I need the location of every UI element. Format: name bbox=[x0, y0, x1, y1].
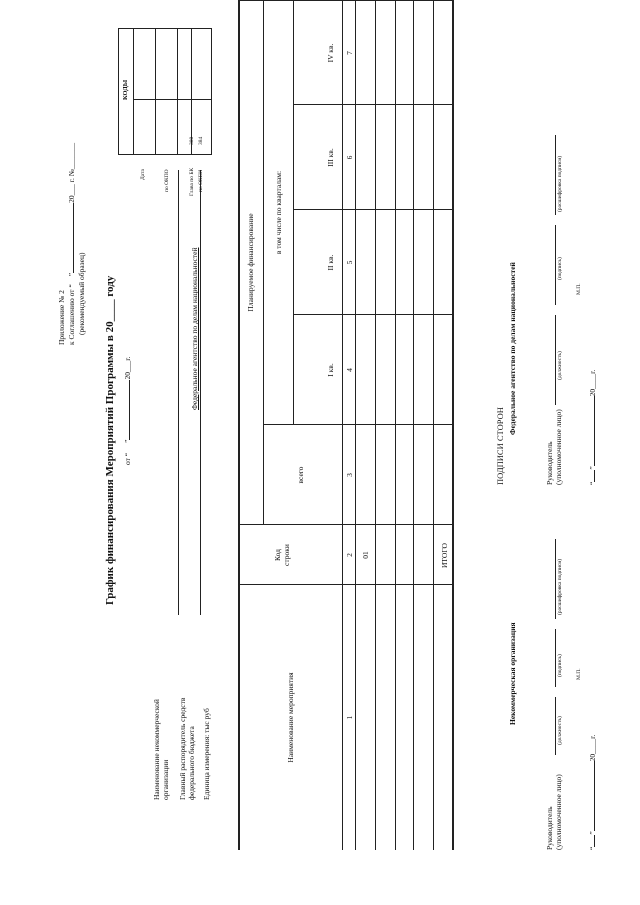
manager-underline bbox=[200, 170, 201, 615]
right-head-label: Руководитель (уполномоченное лицо) bbox=[545, 409, 563, 485]
col-num-1: 1 bbox=[345, 715, 354, 720]
org-name-label: Наименование некоммерческой организации bbox=[152, 699, 170, 800]
left-date-line: “”20____г. bbox=[588, 734, 597, 850]
col-header-code: Код строки bbox=[273, 544, 291, 566]
col-header-planned: Планируемое финансирование bbox=[246, 213, 255, 312]
right-party: Федеральное агентство по делам националь… bbox=[508, 262, 517, 435]
col-header-total: всего bbox=[296, 466, 305, 484]
org-name-underline bbox=[178, 170, 179, 615]
financing-table: Наименование мероприятия Код строки План… bbox=[238, 0, 470, 850]
col-num-5: 5 bbox=[345, 260, 354, 265]
left-signature-caption: (подпись) bbox=[557, 654, 563, 677]
col-header-q1: I кв. bbox=[326, 363, 335, 377]
left-party: Некоммерческая организация bbox=[508, 622, 517, 725]
right-stamp: М.П. bbox=[576, 283, 582, 295]
date-code-label: Дата bbox=[140, 169, 146, 180]
col-num-2: 2 bbox=[345, 553, 354, 557]
row-code: 01 bbox=[361, 551, 370, 559]
codes-header: КОДЫ bbox=[122, 79, 129, 100]
col-header-q3: III кв. bbox=[326, 148, 335, 167]
page-title: График финансирования Мероприятий Програ… bbox=[104, 275, 116, 605]
col-num-7: 7 bbox=[345, 51, 354, 55]
okei-label: по ОКЕИ bbox=[198, 169, 204, 192]
agreement-reference: к Соглашению от “”20___ г. №_______ bbox=[67, 142, 76, 345]
col-num-6: 6 bbox=[345, 155, 354, 160]
right-date-line: “”20____г. bbox=[588, 369, 597, 485]
manager-value: Федеральное агентство по делам националь… bbox=[190, 247, 199, 410]
okpo-label: по ОКПО bbox=[164, 169, 170, 192]
col-header-q2: II кв. bbox=[326, 254, 335, 271]
okei-value: 384 bbox=[198, 136, 204, 145]
left-stamp: М.П. bbox=[576, 668, 582, 680]
left-decode-caption: (расшифровка подписи) bbox=[557, 558, 563, 615]
col-header-name: Наименование мероприятия bbox=[286, 672, 295, 763]
manager-label: Главный распорядитель средств федерально… bbox=[178, 697, 196, 800]
right-signature-caption: (подпись) bbox=[557, 257, 563, 280]
right-decode-caption: (расшифровка подписи) bbox=[557, 155, 563, 212]
signatures-heading: ПОДПИСИ СТОРОН bbox=[495, 407, 505, 485]
col-num-4: 4 bbox=[345, 368, 354, 372]
unit-label: Единица измерения: тыс руб bbox=[202, 708, 211, 800]
date-line: от “”20___г. bbox=[123, 356, 132, 465]
annex-label: Приложение № 2 bbox=[57, 290, 66, 345]
left-head-label: Руководитель (уполномоченное лицо) bbox=[545, 774, 563, 850]
col-num-3: 3 bbox=[345, 473, 354, 477]
col-header-q4: IV кв. bbox=[326, 43, 335, 63]
total-label: ИТОГО bbox=[440, 543, 449, 568]
left-position-caption: (должность) bbox=[557, 716, 563, 745]
recommended-sample: (рекомендуемый образец) bbox=[77, 252, 86, 335]
chapter-value: 380 bbox=[189, 136, 195, 145]
chapter-label: Глава по БК bbox=[189, 167, 195, 196]
right-position-caption: (должность) bbox=[557, 351, 563, 380]
col-header-quarters: в том числе по кварталам: bbox=[274, 170, 283, 255]
